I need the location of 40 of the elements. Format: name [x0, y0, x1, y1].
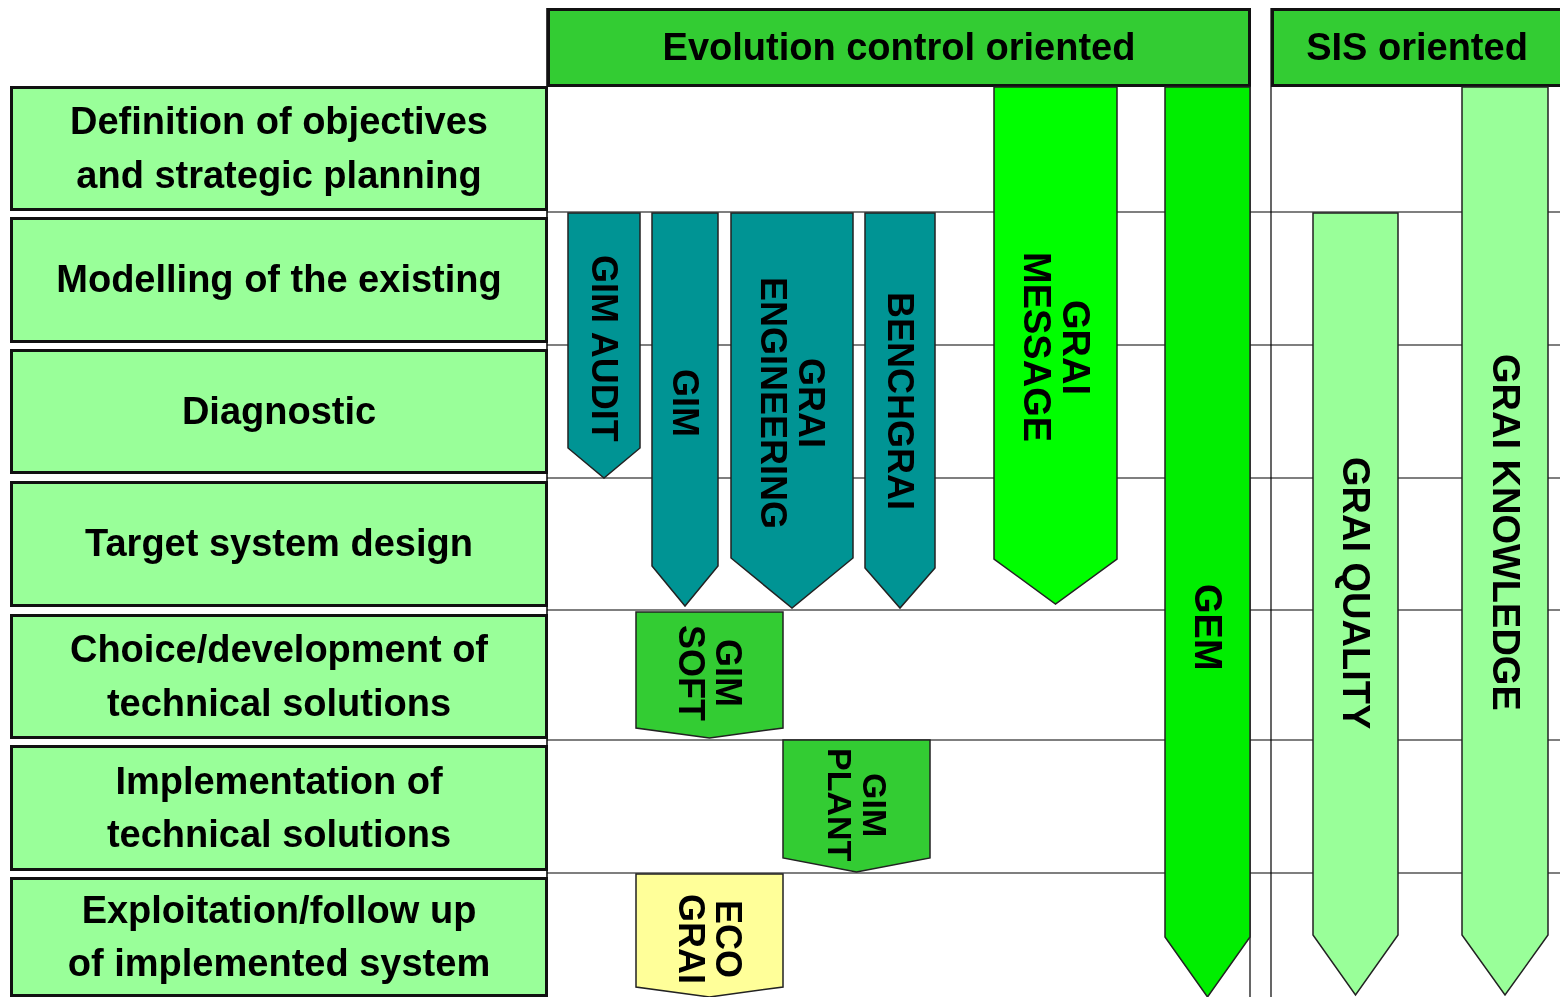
method-pennant-band — [568, 213, 640, 478]
row-header — [10, 217, 548, 343]
method-label: GRAI ENGINEERING — [754, 275, 830, 531]
method-pennant-band — [1313, 213, 1398, 995]
method-pennant-band — [652, 213, 718, 606]
method-label: GIM SOFT — [671, 624, 748, 723]
method-label: BENCHGRAI — [881, 291, 919, 512]
column-title: Evolution control oriented — [662, 26, 1136, 69]
column-title: SIS oriented — [1306, 26, 1528, 69]
method-label: GRAI KNOWLEDGE — [1485, 352, 1525, 713]
method-label: GIM — [666, 368, 704, 439]
row-header — [10, 614, 548, 739]
row-header — [10, 481, 548, 607]
column-header — [547, 8, 1251, 87]
method-pennant-band — [731, 213, 853, 608]
row-header — [10, 877, 548, 997]
phase-label: Exploitation/follow up of implemented system — [66, 887, 492, 986]
method-pennant-band — [636, 874, 783, 997]
method-pennant-band — [1165, 87, 1250, 997]
method-pennant-band — [783, 740, 930, 872]
phase-label: Choice/development of technical solutions — [68, 627, 490, 726]
row-header — [10, 86, 548, 211]
phase-label: Implementation of technical solutions — [105, 758, 453, 857]
phase-label: Modelling of the existing — [56, 257, 502, 303]
method-pennant-band — [1462, 87, 1548, 995]
method-label: GIM AUDIT — [585, 253, 623, 444]
method-label: GRAI MESSAGE — [1015, 250, 1096, 444]
row-header — [10, 745, 548, 871]
phase-label: Target system design — [85, 521, 473, 567]
column-header — [1271, 8, 1560, 87]
phase-label: Definition of objectives and strategic planning — [68, 99, 489, 198]
method-label: GEM — [1187, 582, 1228, 673]
method-pennant-band — [994, 87, 1117, 604]
method-label: GRAI QUALITY — [1335, 455, 1376, 732]
phase-label: Diagnostic — [181, 388, 377, 434]
row-header — [10, 349, 548, 474]
method-pennant-band — [865, 213, 935, 608]
method-pennant-band — [636, 612, 783, 738]
method-label: GIM PLANT — [820, 747, 893, 864]
method-label: ECO GRAI — [671, 893, 748, 986]
